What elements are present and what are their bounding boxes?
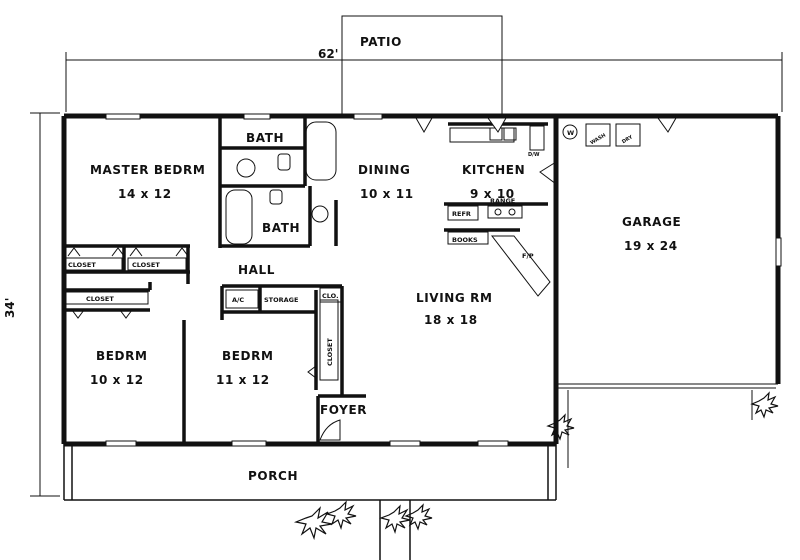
interior-walls: [64, 116, 548, 444]
dry-label: DRY: [621, 134, 634, 145]
porch-label: PORCH: [248, 469, 298, 483]
depth-dimension-label: 34': [3, 298, 17, 318]
porch-outline: [63, 444, 557, 560]
laundry-fixtures: [562, 123, 641, 147]
shrub-icons: [293, 391, 779, 541]
foyer-label: FOYER: [320, 403, 367, 417]
width-dimension: [65, 52, 783, 112]
clo-box: [319, 287, 343, 303]
range-label: RANGE: [490, 197, 515, 205]
kitchen-fixtures: [447, 125, 557, 297]
patio-label: PATIO: [360, 35, 402, 49]
closet-label-3: CLOSET: [86, 295, 114, 303]
closet-label-1: CLOSET: [68, 261, 96, 269]
bedroom-left-size: 10 x 12: [90, 373, 144, 387]
living-room-name: LIVING RM: [416, 291, 493, 305]
garage-name: GARAGE: [622, 215, 681, 229]
clo-label: CLO.: [322, 292, 339, 300]
closet-label-4: CLOSET: [326, 338, 334, 366]
water-heater-label: W: [567, 129, 574, 137]
dining-name: DINING: [358, 163, 410, 177]
dw-label: D/W: [528, 152, 540, 158]
width-dimension-label: 62': [318, 47, 338, 61]
patio-outline: [341, 15, 503, 117]
depth-dimension: [30, 112, 60, 497]
ac-box: [225, 289, 259, 309]
master-bedroom-size: 14 x 12: [118, 187, 172, 201]
garage-opening: [556, 383, 778, 468]
books-label: BOOKS: [452, 236, 478, 244]
closets: [65, 247, 339, 381]
garage-size: 19 x 24: [624, 239, 678, 253]
bath-lower-label: BATH: [262, 221, 300, 235]
kitchen-size: 9 x 10: [470, 187, 515, 201]
wash-label: WASH: [589, 133, 607, 147]
storage-label: STORAGE: [264, 296, 298, 304]
bath-upper-label: BATH: [246, 131, 284, 145]
hall-label: HALL: [238, 263, 275, 277]
ac-label: A/C: [232, 296, 244, 304]
bedroom-middle-size: 11 x 12: [216, 373, 270, 387]
master-bedroom-name: MASTER BEDRM: [90, 163, 205, 177]
closet-label-2: CLOSET: [132, 261, 160, 269]
doors: [319, 117, 677, 441]
bath-fixtures: [225, 121, 337, 245]
kitchen-name: KITCHEN: [462, 163, 525, 177]
bedroom-middle-name: BEDRM: [222, 349, 274, 363]
windows: [105, 113, 782, 447]
refr-label: REFR: [452, 210, 471, 218]
dining-size: 10 x 11: [360, 187, 414, 201]
living-room-size: 18 x 18: [424, 313, 478, 327]
bedroom-left-name: BEDRM: [96, 349, 148, 363]
fireplace-label: F/P: [522, 252, 534, 260]
